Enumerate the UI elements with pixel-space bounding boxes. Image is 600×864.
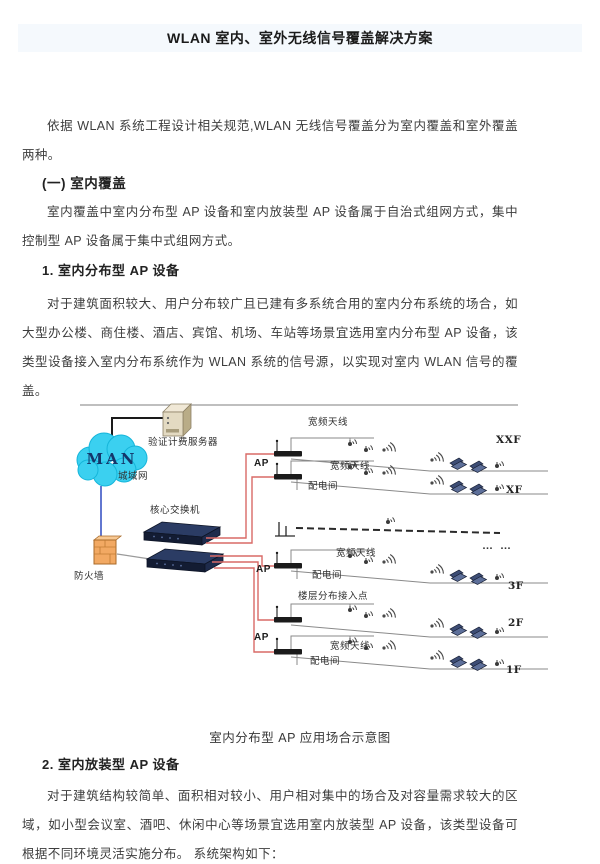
floor-row-1f <box>273 635 548 671</box>
heading-distributed-ap: 1. 室内分布型 AP 设备 <box>42 263 180 278</box>
ap-device-icon <box>273 462 303 481</box>
core-switch-icon <box>146 548 224 573</box>
floor-row-2f <box>273 603 548 639</box>
metro-network-label: 城域网 <box>118 471 149 482</box>
client-antenna-icon <box>494 484 504 492</box>
power-room-label: 配电间 <box>312 570 343 581</box>
ceiling-antenna-icon <box>385 517 395 525</box>
signal-burst-icon <box>381 553 396 565</box>
power-room-label: 配电间 <box>310 656 341 667</box>
billing-server-icon <box>162 403 192 437</box>
page-title: WLAN 室内、室外无线信号覆盖解决方案 <box>167 30 433 46</box>
signal-burst-icon <box>429 474 444 486</box>
continuation-ellipsis: … … <box>482 540 514 552</box>
ceiling-antenna-icon <box>347 439 357 447</box>
client-antenna-icon <box>494 573 504 581</box>
ap-device-icon <box>273 605 303 624</box>
firewall-label: 防火墙 <box>74 571 105 582</box>
client-antenna-icon <box>494 627 504 635</box>
signal-burst-icon <box>381 441 396 453</box>
ceiling-antenna-icon <box>347 605 357 613</box>
cloud-server-link-line <box>111 417 166 440</box>
floor-label-1f: 1F <box>506 664 522 676</box>
laptop-icon <box>449 480 467 493</box>
ap-device-icon <box>273 439 303 458</box>
heading-indoor-coverage: (一) 室内覆盖 <box>42 176 127 191</box>
floor-row-3f <box>273 549 548 585</box>
floor-label-xxf: XXF <box>496 434 522 446</box>
signal-burst-icon <box>381 639 396 651</box>
ap-label: AP <box>254 632 269 643</box>
paragraph-intro: 依据 WLAN 系统工程设计相关规范,WLAN 无线信号覆盖分为室内覆盖和室外覆… <box>22 119 518 162</box>
floor-label-3f: 3F <box>508 580 524 592</box>
paragraph-mounted-ap: 对于建筑结构较简单、面积相对较小、用户相对集中的场合及对容量需求较大的区域，如小… <box>22 789 518 861</box>
core-switch-label: 核心交换机 <box>150 505 201 516</box>
broadband-antenna-label: 宽频天线 <box>330 461 371 472</box>
laptop-icon <box>449 457 467 470</box>
signal-burst-icon <box>429 649 444 661</box>
floor-label-xf: XF <box>506 484 523 496</box>
floor-access-point-label: 楼层分布接入点 <box>298 591 369 602</box>
ap-device-icon <box>273 637 303 656</box>
firewall-switch-link-line <box>116 553 151 560</box>
client-antenna-icon <box>494 659 504 667</box>
broadband-antenna-label: 宽频天线 <box>336 548 377 559</box>
ap-label: AP <box>254 458 269 469</box>
signal-burst-icon <box>429 451 444 463</box>
power-room-label: 配电间 <box>308 481 339 492</box>
core-switch-icon <box>143 521 221 546</box>
topology-drawing <box>76 403 548 671</box>
figure-caption: 室内分布型 AP 应用场合示意图 <box>209 731 391 745</box>
paragraph-distributed-ap: 对于建筑面积较大、用户分布较广且已建有多系统合用的室内分布系统的场合，如大型办公… <box>22 297 518 398</box>
ceiling-antenna-icon <box>363 445 373 453</box>
ap-feeder-lines <box>206 453 274 653</box>
floor-row-xf <box>273 460 548 496</box>
broadband-antenna-label: 宽频天线 <box>308 417 349 428</box>
man-cloud-label: MAN <box>86 450 138 468</box>
ap-label: AP <box>256 564 271 575</box>
laptop-icon <box>449 655 467 668</box>
floor-row-continuation <box>275 517 501 537</box>
paragraph-indoor-modes: 室内覆盖中室内分布型 AP 设备和室内放装型 AP 设备属于自治式组网方式，集中… <box>22 205 518 248</box>
signal-burst-icon <box>429 617 444 629</box>
laptop-icon <box>449 623 467 636</box>
floor-label-2f: 2F <box>508 617 524 629</box>
floor-row-xxf <box>273 437 548 473</box>
ap-device-icon <box>273 551 303 570</box>
billing-server-label: 验证计费服务器 <box>148 437 219 448</box>
signal-burst-icon <box>429 563 444 575</box>
signal-burst-icon <box>381 607 396 619</box>
client-antenna-icon <box>494 461 504 469</box>
broadband-antenna-label: 宽频天线 <box>330 641 371 652</box>
network-topology-figure: MAN 验证计费服务器 城域网 核心交换机 防火墙 AP AP AP 宽频天线 … <box>0 398 600 718</box>
laptop-icon <box>449 569 467 582</box>
heading-mounted-ap: 2. 室内放装型 AP 设备 <box>42 757 180 772</box>
title-bar: WLAN 室内、室外无线信号覆盖解决方案 <box>18 24 582 52</box>
firewall-icon <box>93 535 122 565</box>
man-cloud-icon <box>76 432 148 487</box>
ceiling-antenna-icon <box>363 611 373 619</box>
